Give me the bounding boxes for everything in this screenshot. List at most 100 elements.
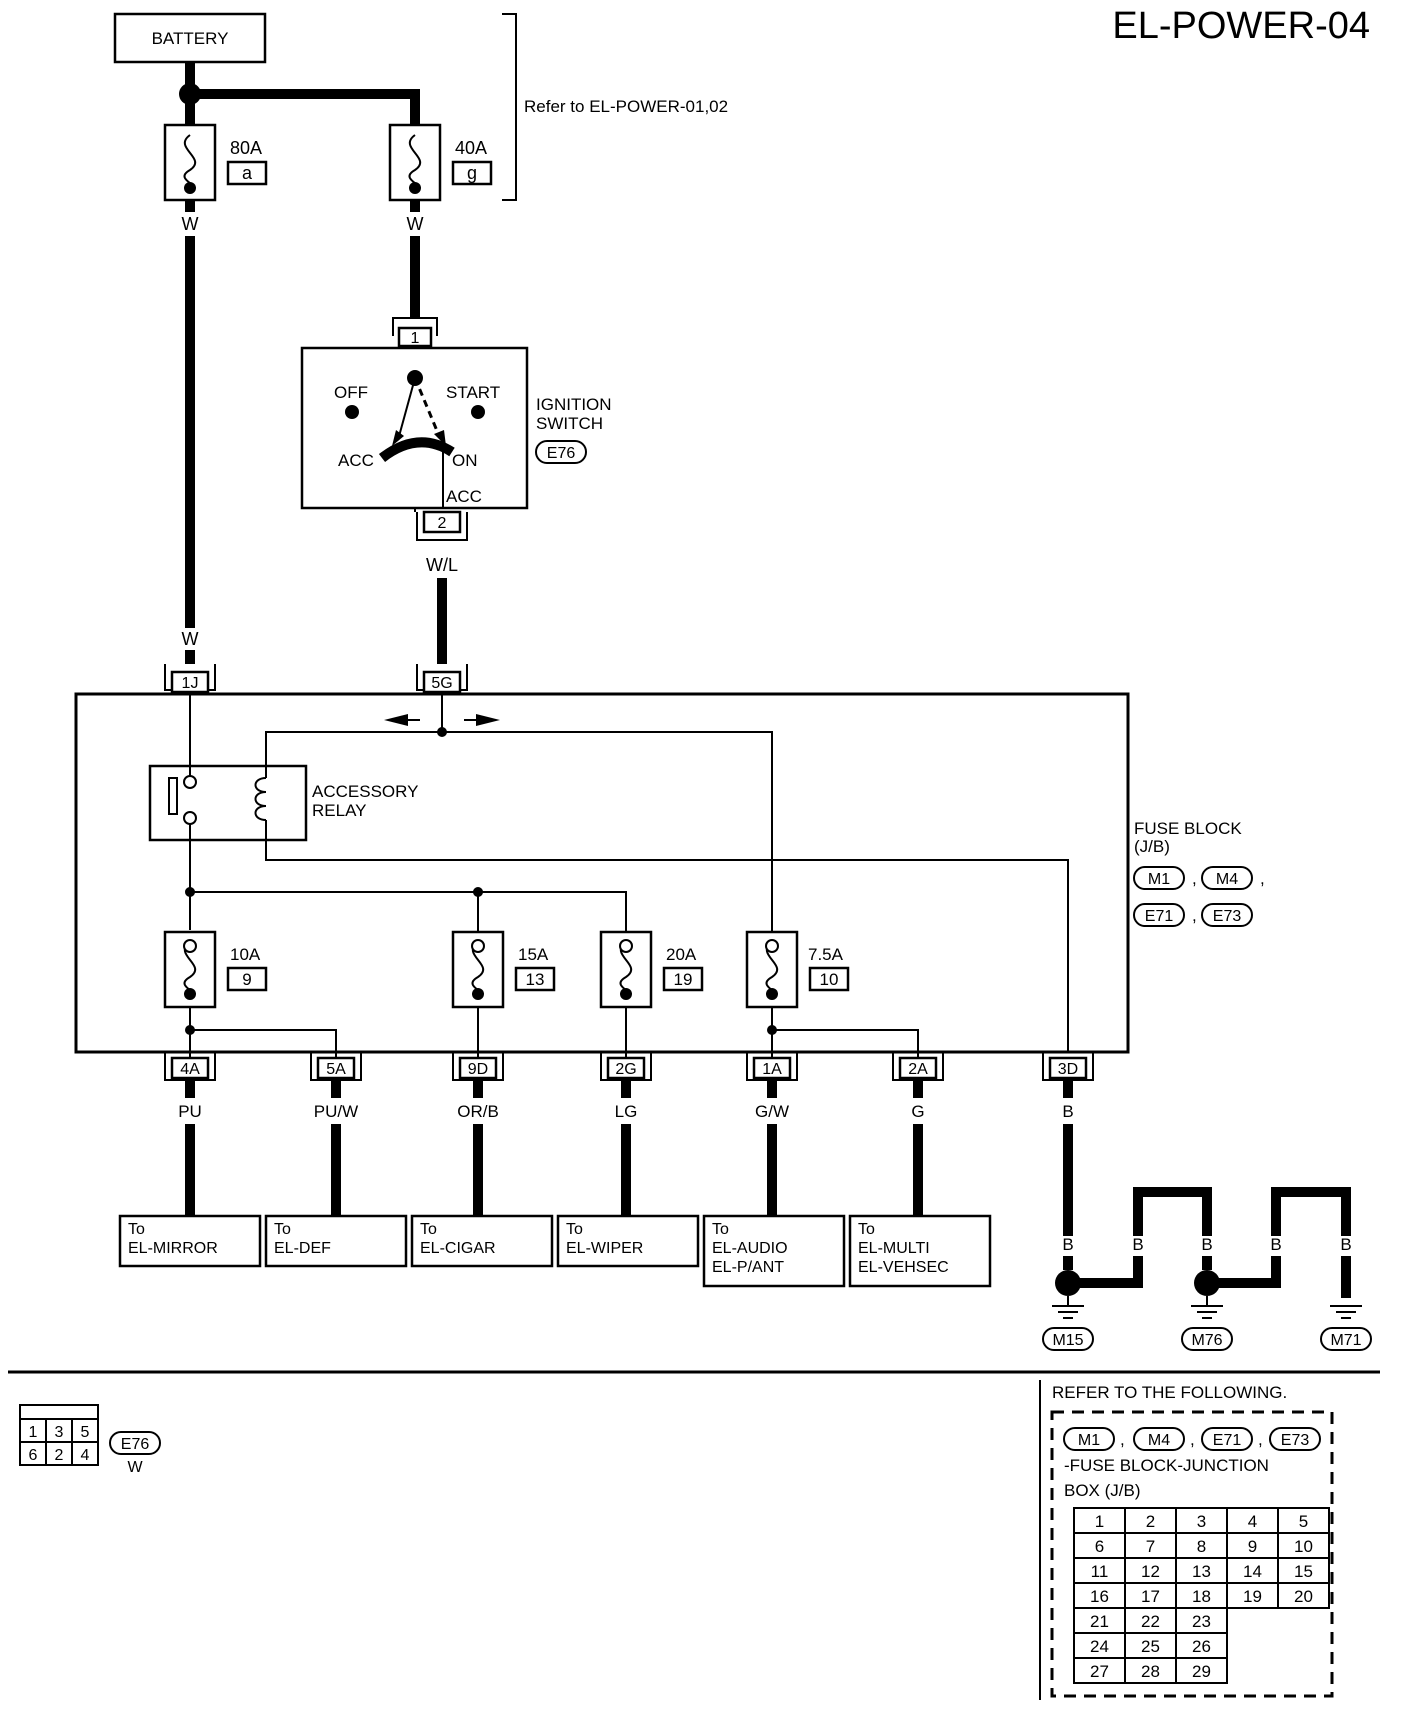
- battery-to-40a-wire: [190, 89, 420, 125]
- battery-box: [113, 12, 267, 64]
- reference-pin-number: 23: [1192, 1612, 1211, 1631]
- reference-pin-number: 21: [1090, 1612, 1109, 1631]
- fuse-block-pin-5g: 5G: [431, 675, 452, 692]
- svg-text:,: ,: [1190, 1430, 1195, 1449]
- fusible-link-80a-wire-color: W: [182, 214, 199, 234]
- output-1a-dest-3: EL-P/ANT: [712, 1259, 784, 1276]
- reference-pin-number: 11: [1091, 1562, 1109, 1581]
- ground-wire-label-5: B: [1340, 1235, 1351, 1254]
- fuse-20a-number: 19: [674, 970, 693, 989]
- fuse-10a: 10A 9: [163, 930, 268, 1009]
- output-wire-orb: OR/B: [457, 1102, 499, 1121]
- output-1a-dest-2: EL-AUDIO: [712, 1240, 788, 1257]
- fuse-15a-number: 13: [526, 970, 545, 989]
- reference-panel: REFER TO THE FOLLOWING. M1 , M4 , E71 , …: [1039, 1380, 1334, 1700]
- output-4a-dest-2: EL-MIRROR: [128, 1240, 218, 1257]
- fuse-block-label-2: (J/B): [1134, 837, 1170, 856]
- reference-pin-number: 19: [1243, 1587, 1262, 1606]
- fuse-block-connector-m4: M4: [1216, 871, 1238, 888]
- output-wire-b: B: [1062, 1102, 1073, 1121]
- fuse-7-5a-rating: 7.5A: [808, 945, 844, 964]
- ignition-label-1: IGNITION: [536, 395, 612, 414]
- fusible-link-40a-wire-color: W: [407, 214, 424, 234]
- output-2g-dest-1: To: [566, 1221, 583, 1238]
- reference-pin-number: 17: [1141, 1587, 1160, 1606]
- reference-pin-number: 28: [1141, 1662, 1160, 1681]
- output-wire-pu: PU: [178, 1102, 202, 1121]
- output-4a-dest-1: To: [128, 1221, 145, 1238]
- e76-pin-3: 3: [55, 1424, 64, 1441]
- reference-pin-cell: [1124, 1632, 1177, 1659]
- e76-pin-5: 5: [81, 1424, 90, 1441]
- output-2g-dest-2: EL-WIPER: [566, 1240, 643, 1257]
- output-wire-g: G: [911, 1102, 924, 1121]
- output-wire-lg: LG: [615, 1102, 638, 1121]
- output-2g: 2G LG To EL-WIPER: [556, 1052, 700, 1268]
- reference-pin-number: 25: [1141, 1637, 1160, 1656]
- output-wire-gw: G/W: [755, 1102, 789, 1121]
- reference-pin-cell: [1175, 1632, 1228, 1659]
- reference-pin-number: 20: [1294, 1587, 1313, 1606]
- svg-text:,: ,: [1258, 1430, 1263, 1449]
- ignition-acc-label: ACC: [338, 451, 374, 470]
- output-1a-dest-1: To: [712, 1221, 729, 1238]
- reference-connector-e71: E71: [1213, 1432, 1242, 1449]
- fuse-7-5a-number: 10: [820, 970, 839, 989]
- e76-pin-6: 6: [29, 1447, 38, 1464]
- reference-pin-cell: [1073, 1632, 1126, 1659]
- reference-pin-cell: [1124, 1507, 1177, 1534]
- output-3d: 3D B: [1042, 1052, 1094, 1236]
- reference-pin-number: 5: [1299, 1512, 1308, 1531]
- reference-pin-cell: [1073, 1657, 1126, 1684]
- output-wire-puw: PU/W: [314, 1102, 358, 1121]
- ignition-out-wire-color: W/L: [426, 555, 458, 575]
- ground-wire-label-2: B: [1132, 1235, 1143, 1254]
- fusible-link-80a-id: a: [242, 163, 253, 183]
- ground-wire-label-1: B: [1062, 1235, 1073, 1254]
- ignition-acc-out-label: ACC: [446, 487, 482, 506]
- fusible-link-40a: 40A g W: [388, 123, 493, 234]
- reference-pin-cell: [1073, 1507, 1126, 1534]
- ignition-off-label: OFF: [334, 383, 368, 402]
- reference-pin-cell: [1124, 1657, 1177, 1684]
- e76-connector-id: E76: [121, 1436, 150, 1453]
- reference-pin-cell: [1124, 1557, 1177, 1584]
- ignition-connector-id: E76: [547, 445, 576, 462]
- fuse-20a: 20A 19: [599, 930, 704, 1009]
- fuse-block-label-1: FUSE BLOCK: [1134, 819, 1242, 838]
- reference-pin-cell: [1124, 1582, 1177, 1609]
- reference-desc-1: -FUSE BLOCK-JUNCTION: [1064, 1456, 1269, 1475]
- fuse-15a-rating: 15A: [518, 945, 549, 964]
- accessory-relay: ACCESSORY RELAY: [148, 764, 418, 842]
- reference-connector-m4: M4: [1148, 1432, 1170, 1449]
- fuse-block-input-5g: 5G: [416, 664, 468, 694]
- reference-pin-cell: [1277, 1582, 1330, 1609]
- left-input-wire-color: W: [182, 629, 199, 649]
- ignition-pin-in: 1: [411, 330, 420, 347]
- output-9d-dest-2: EL-CIGAR: [420, 1240, 496, 1257]
- ignition-label-2: SWITCH: [536, 414, 603, 433]
- e76-pin-4: 4: [81, 1447, 90, 1464]
- refer-bracket: [502, 13, 517, 201]
- output-2a-dest-2: EL-MULTI: [858, 1240, 930, 1257]
- reference-heading: REFER TO THE FOLLOWING.: [1052, 1383, 1287, 1402]
- fuse-block-connector-e71: E71: [1145, 908, 1174, 925]
- output-4a: 4A PU To EL-MIRROR: [118, 1052, 262, 1268]
- reference-pin-number: 24: [1090, 1637, 1109, 1656]
- output-2a-dest-1: To: [858, 1221, 875, 1238]
- reference-pin-number: 15: [1294, 1562, 1313, 1581]
- ground-symbol-m15: M15: [1042, 1296, 1094, 1351]
- output-pin-2g: 2G: [615, 1061, 636, 1078]
- reference-pin-number: 4: [1248, 1512, 1257, 1531]
- ignition-on-label: ON: [452, 451, 478, 470]
- output-pin-5a: 5A: [326, 1061, 346, 1078]
- output-2a-dest-3: EL-VEHSEC: [858, 1259, 949, 1276]
- ground-network: B B B B B M15 M76: [1042, 1187, 1372, 1351]
- output-2a: 2A G To EL-MULTI EL-VEHSEC: [848, 1052, 992, 1288]
- reference-pin-number: 22: [1141, 1612, 1160, 1631]
- fusible-link-80a: 80A a W: [163, 123, 268, 234]
- output-pin-9d: 9D: [468, 1061, 488, 1078]
- ignition-connector-badge: [535, 440, 587, 464]
- reference-pin-number: 26: [1192, 1637, 1211, 1656]
